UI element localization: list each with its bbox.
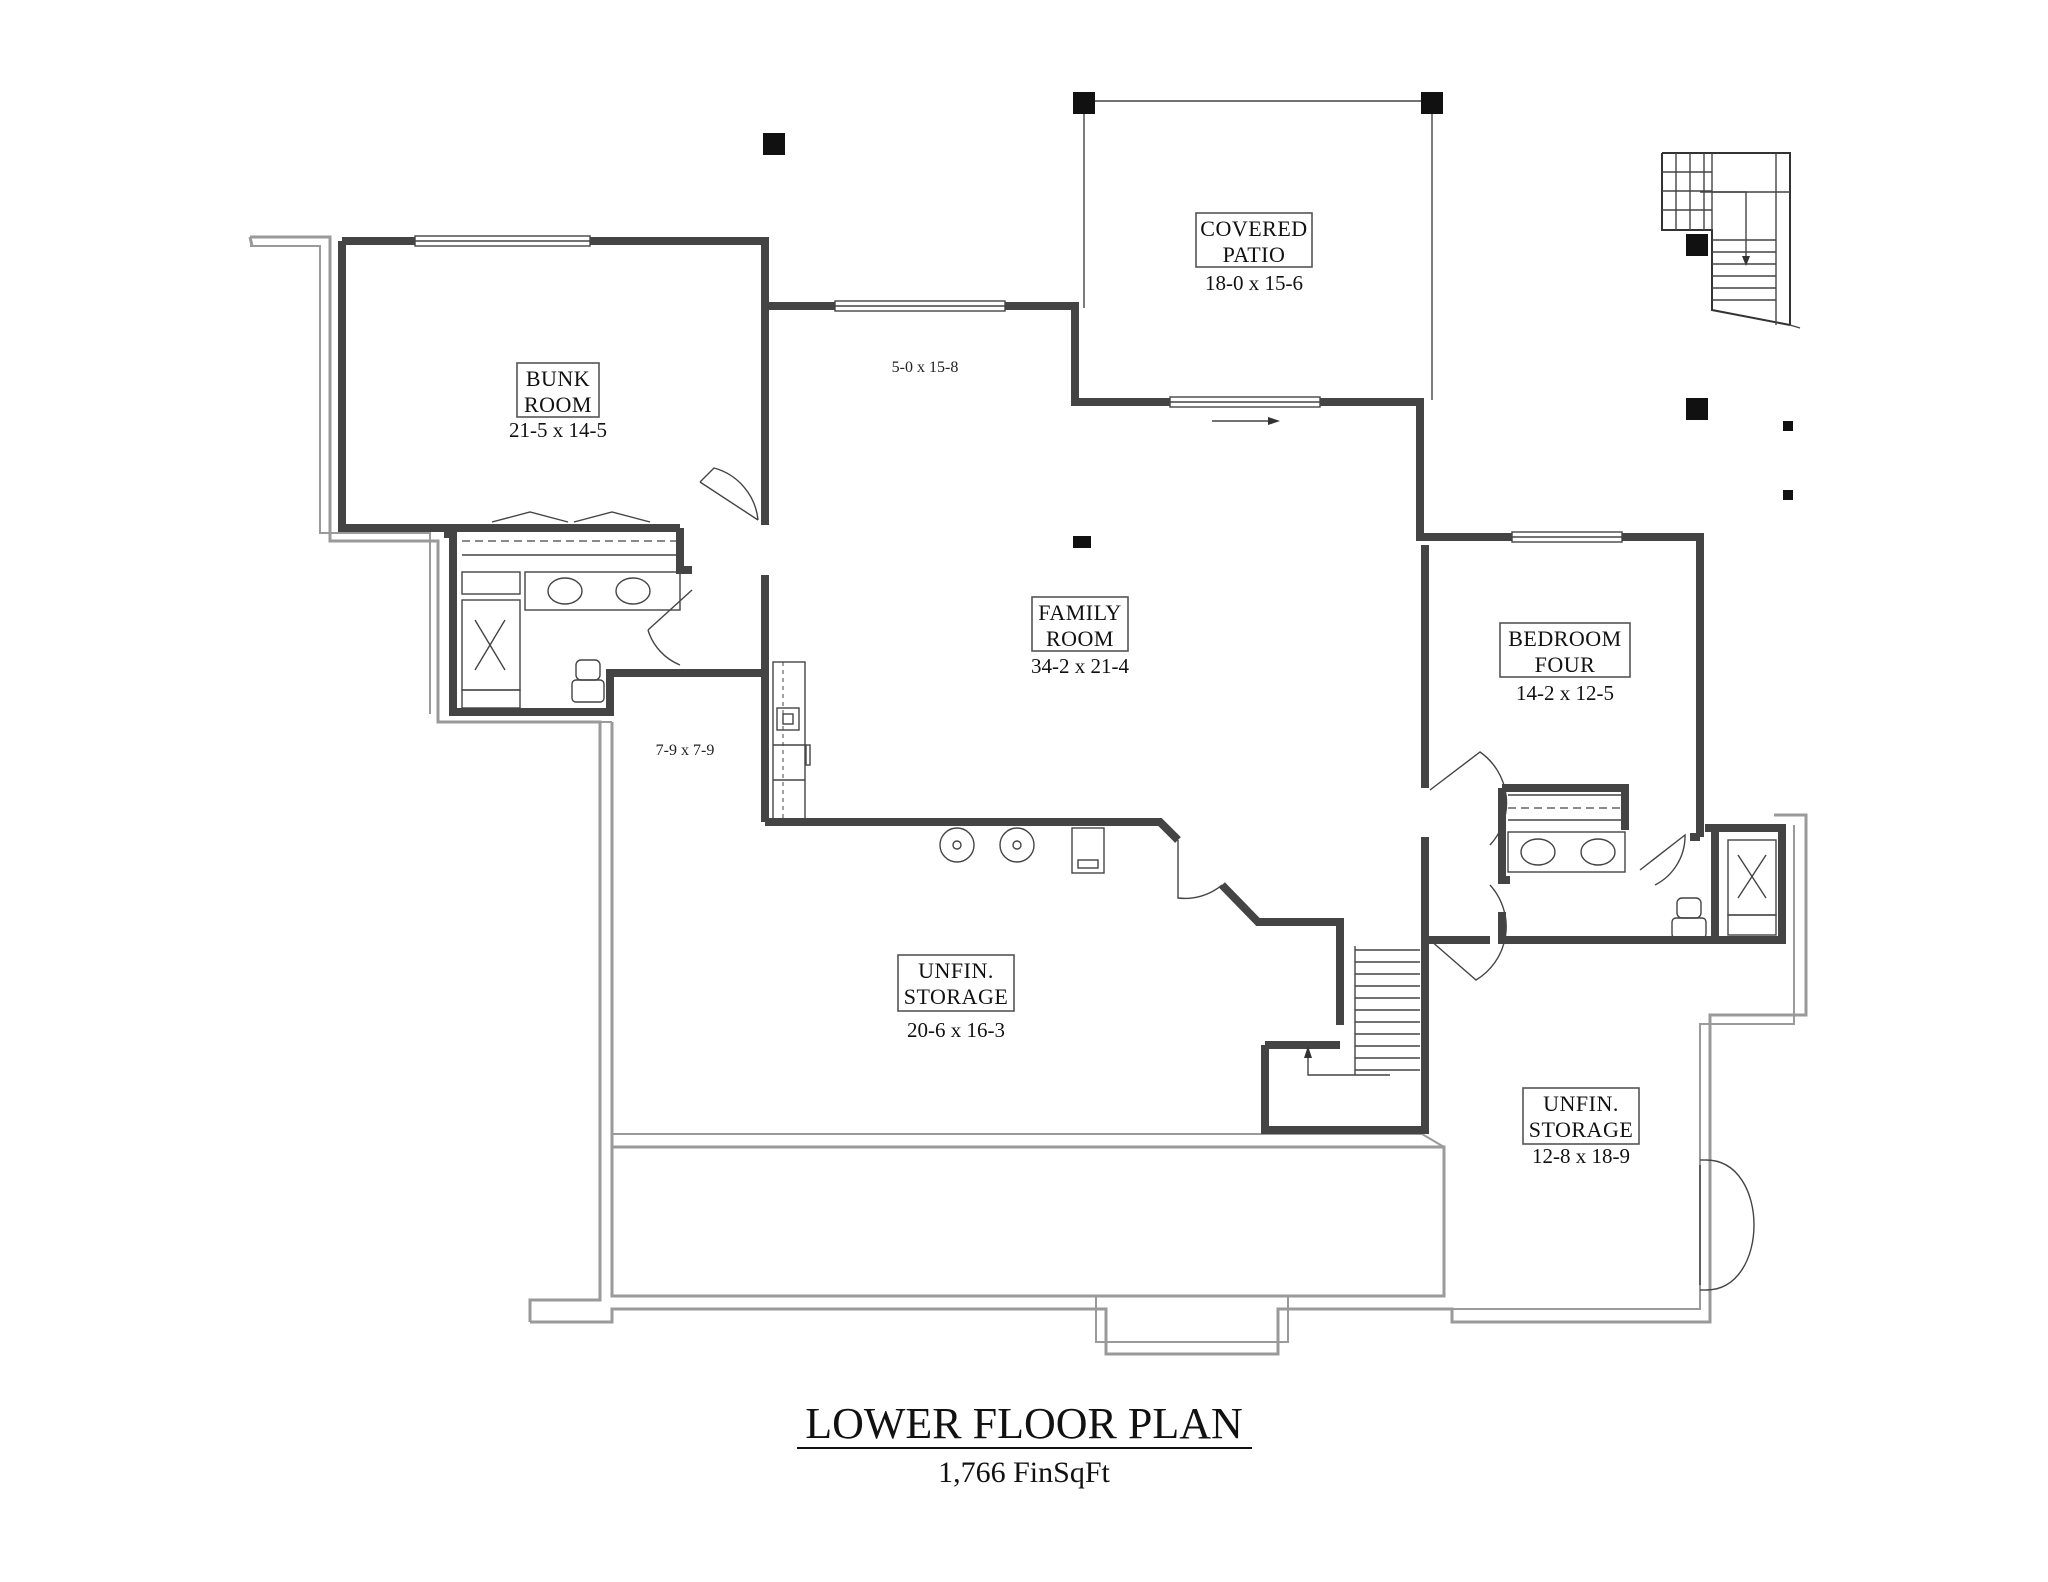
post [763,133,785,155]
post [1783,490,1793,500]
plan-title: LOWER FLOOR PLAN [805,1399,1243,1448]
room-dimension: 18-0 x 15-6 [1205,271,1303,295]
room-name-line: PATIO [1223,242,1286,267]
post [1686,398,1708,420]
room-name-line: FAMILY [1038,600,1122,625]
windows [414,235,1755,1291]
doors [647,467,1686,981]
exterior-stair [1661,152,1801,329]
room-label-unfin-storage-center: UNFIN. STORAGE 20-6 x 16-3 [897,954,1015,1042]
patio-post [1421,92,1443,114]
room-dimension: 20-6 x 16-3 [907,1018,1005,1042]
room-label-covered-patio: COVERED PATIO 18-0 x 15-6 [1195,212,1313,295]
room-name-line: STORAGE [904,984,1009,1009]
room-label-bedroom-four: BEDROOM FOUR 14-2 x 12-5 [1499,622,1631,705]
interior-stair [1304,946,1420,1076]
room-label-unfin-storage-right: UNFIN. STORAGE 12-8 x 18-9 [1522,1087,1640,1168]
patio-post [1073,92,1095,114]
post [1686,234,1708,256]
hall-dimension: 7-9 x 7-9 [656,742,715,759]
room-name-line: ROOM [1046,626,1114,651]
title-block: LOWER FLOOR PLAN 1,766 FinSqFt [797,1399,1252,1489]
room-name-line: ROOM [524,392,592,417]
room-dimension: 21-5 x 14-5 [509,418,607,442]
column [1073,536,1091,548]
room-name-line: STORAGE [1529,1117,1634,1142]
bath-fixtures [461,571,1777,939]
room-name-line: UNFIN. [1543,1091,1619,1116]
room-name-line: BEDROOM [1508,626,1622,651]
room-dimension: 14-2 x 12-5 [1516,681,1614,705]
room-label-bunk-room: BUNK ROOM 21-5 x 14-5 [509,362,607,442]
room-name-line: COVERED [1200,216,1307,241]
room-dimension: 12-8 x 18-9 [1532,1144,1630,1168]
post [1783,421,1793,431]
room-name-line: FOUR [1535,652,1596,677]
room-name-line: BUNK [526,366,590,391]
closets [462,511,1625,821]
covered-patio-structure [1073,92,1443,400]
alcove-dimension: 5-0 x 15-8 [892,359,959,376]
plan-subtitle: 1,766 FinSqFt [938,1456,1110,1489]
utility-fixtures [772,661,1420,1076]
foundation-walls [248,235,1808,1356]
room-label-family-room: FAMILY ROOM 34-2 x 21-4 [1031,596,1129,678]
room-name-line: UNFIN. [918,958,994,983]
room-dimension: 34-2 x 21-4 [1031,654,1129,678]
